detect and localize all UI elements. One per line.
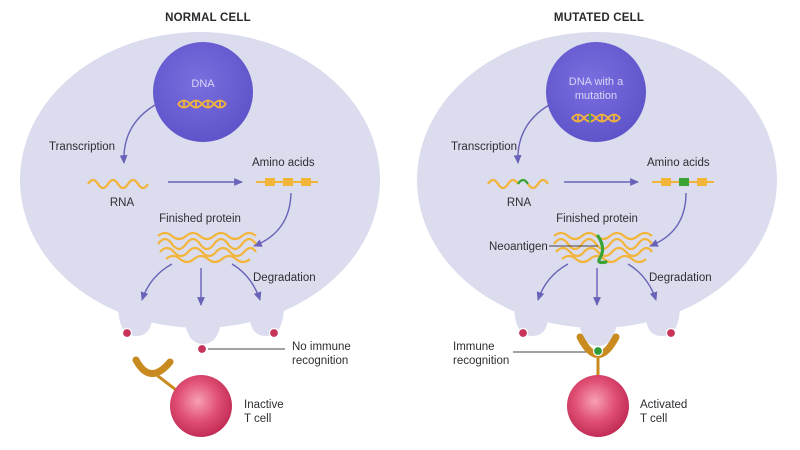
mutated-degradation-arrow-right [627, 263, 658, 301]
normal-dna-icon [177, 99, 227, 109]
normal-cell-title: NORMAL CELL [165, 12, 251, 24]
normal-tcell [170, 375, 232, 437]
mutated-nucleus-label-1: DNA with a [569, 76, 624, 88]
mutated-amino-acid-chain [652, 178, 714, 186]
mutated-finished-protein-label: Finished protein [556, 213, 638, 225]
normal-amino-acids-label: Amino acids [252, 157, 315, 169]
normal-nucleus-label: DNA [191, 78, 215, 90]
normal-cell-panel: NORMAL CELL DNA Transcription RNA Amino … [20, 12, 380, 437]
normal-rna-strand [87, 178, 149, 190]
normal-tcell-label-2: T cell [244, 413, 271, 425]
normal-recognition-label-2: recognition [292, 355, 348, 367]
normal-tcell-label-1: Inactive [244, 399, 284, 411]
normal-finished-protein-label: Finished protein [159, 213, 241, 225]
mutated-transcription-label: Transcription [451, 141, 517, 153]
normal-transcription-label: Transcription [49, 141, 115, 153]
mutated-dna-icon [571, 113, 621, 123]
normal-degradation-arrow-right [231, 263, 262, 301]
mutated-rna-strand [487, 178, 549, 190]
normal-folding-arrow [253, 192, 292, 247]
normal-antigen-dot-left [121, 327, 133, 339]
normal-antigen-dot-right [268, 327, 280, 339]
normal-degradation-label: Degradation [253, 272, 316, 284]
mutated-rna-label: RNA [507, 197, 532, 209]
mutated-degradation-label: Degradation [649, 272, 712, 284]
mutated-antigen-dot-left [517, 327, 529, 339]
normal-nucleus [153, 42, 253, 142]
mutated-neoantigen-dot [592, 345, 604, 357]
neoantigen-label: Neoantigen [489, 241, 548, 253]
normal-tcell-receptor [132, 356, 181, 395]
mutated-recognition-label-2: recognition [453, 355, 509, 367]
mutated-cell-panel: MUTATED CELL DNA with a mutation Transcr… [417, 12, 777, 437]
normal-cell-body [20, 32, 380, 344]
normal-amino-acid-chain [256, 178, 318, 186]
mutated-cell-title: MUTATED CELL [554, 12, 644, 24]
mutated-tcell-label-2: T cell [640, 413, 667, 425]
mutated-tcell [567, 375, 629, 437]
mutated-antigen-dot-right [665, 327, 677, 339]
mutated-transcription-arrow [513, 104, 550, 164]
mutated-tcell-label-1: Activated [640, 399, 687, 411]
normal-transcription-arrow [119, 104, 156, 164]
mutated-amino-acids-label: Amino acids [647, 157, 710, 169]
mutated-degradation-arrow-left [536, 263, 569, 301]
normal-antigen-dot-center [196, 343, 208, 355]
neoantigen-segment [596, 234, 608, 265]
mutated-nucleus-label-2: mutation [575, 90, 617, 102]
mutated-folding-arrow [649, 192, 687, 247]
mutated-cell-body [417, 32, 777, 346]
normal-degradation-arrow-left [140, 263, 173, 301]
normal-protein [157, 231, 257, 264]
mutated-recognition-label-1: Immune [453, 341, 495, 353]
normal-recognition-label-1: No immune [292, 341, 351, 353]
mutated-nucleus [546, 42, 646, 142]
normal-rna-label: RNA [110, 197, 135, 209]
